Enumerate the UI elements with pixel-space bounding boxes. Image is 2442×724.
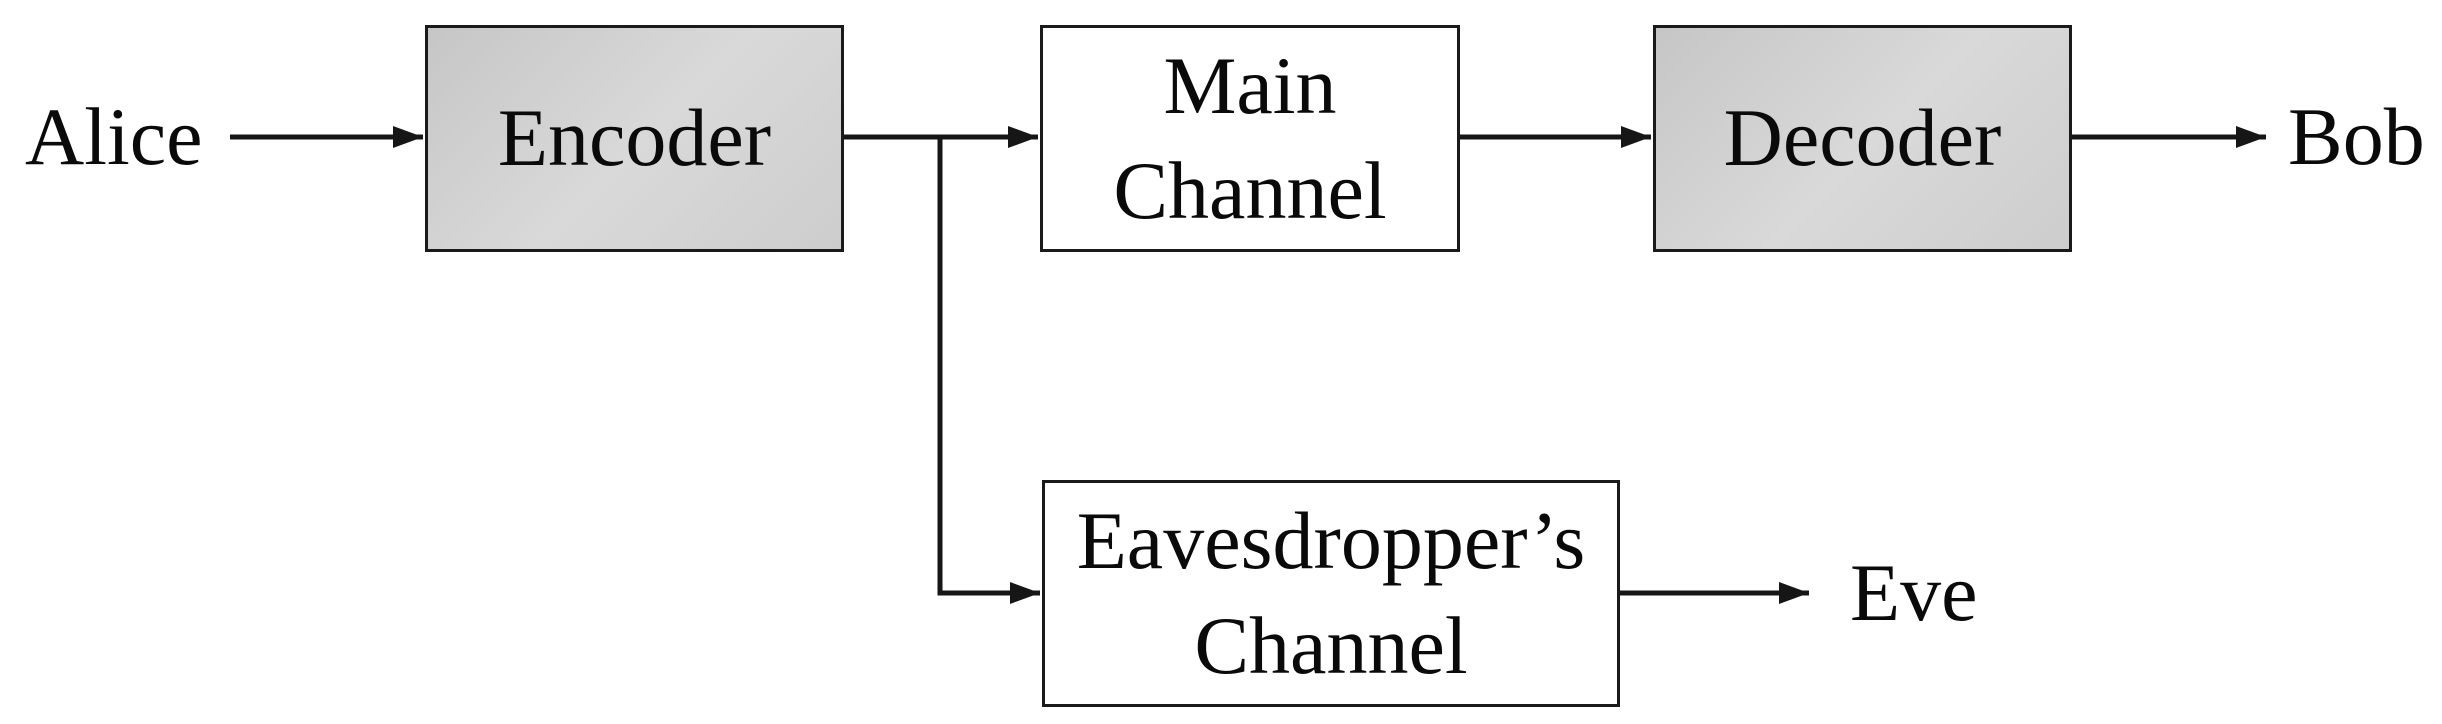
- eve-label: Eve: [1850, 547, 1978, 638]
- encoder-box: Encoder: [425, 25, 844, 252]
- decoder-box: Decoder: [1653, 25, 2072, 252]
- main-channel-label-line2: Channel: [1113, 144, 1387, 236]
- eavesdropper-channel-label-line2: Channel: [1194, 599, 1468, 691]
- decoder-label: Decoder: [1723, 92, 2002, 184]
- main-channel-label-line1: Main: [1163, 39, 1337, 131]
- main-channel-box: Main Channel: [1040, 25, 1460, 252]
- encoder-label: Encoder: [497, 92, 772, 184]
- eavesdropper-channel-box: Eavesdropper’s Channel: [1042, 480, 1620, 707]
- alice-label: Alice: [25, 91, 203, 182]
- bob-label: Bob: [2288, 91, 2425, 182]
- arrow-encoder-to-eavesdropper-channel: [937, 137, 1040, 604]
- eavesdropper-channel-label-line1: Eavesdropper’s: [1076, 494, 1586, 586]
